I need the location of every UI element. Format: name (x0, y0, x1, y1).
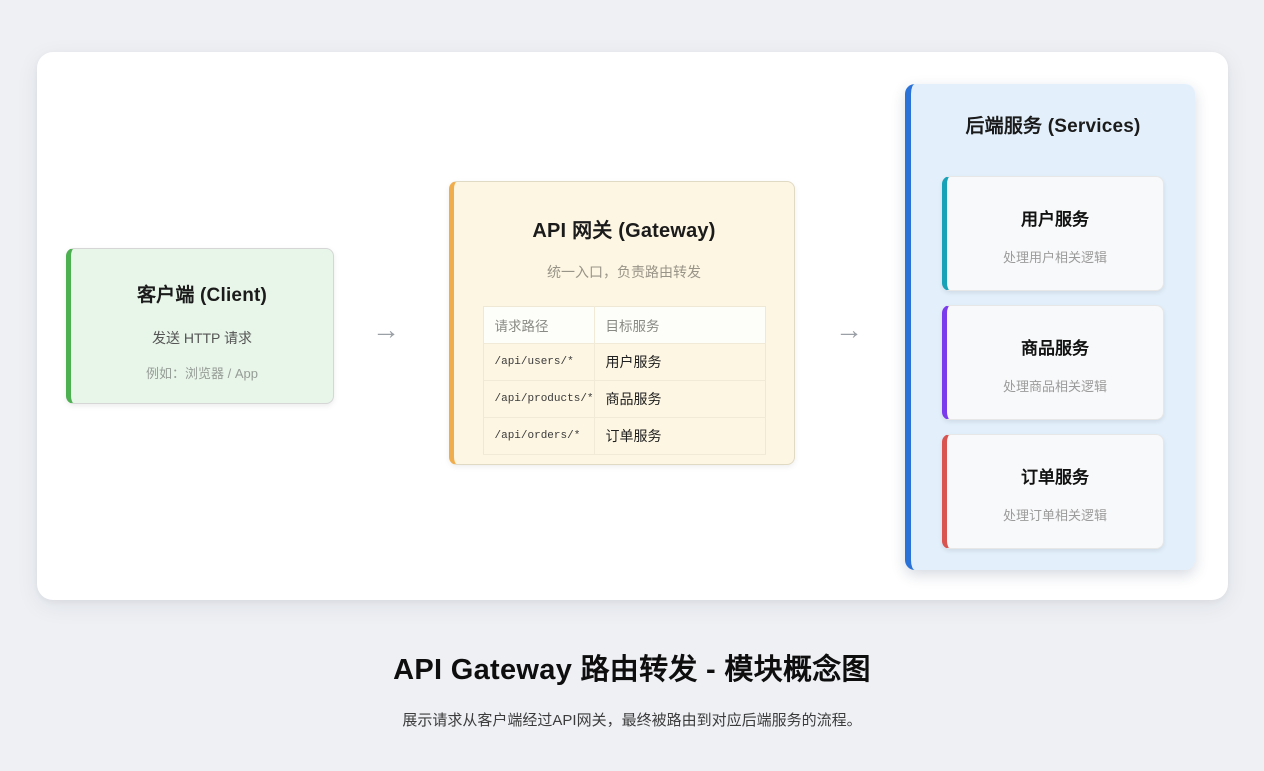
diagram-canvas: 客户端 (Client) 发送 HTTP 请求 例如：浏览器 / App → A… (37, 52, 1228, 600)
route-table-header-path: 请求路径 (483, 306, 595, 344)
route-target-service: 用户服务 (593, 343, 765, 381)
client-description: 发送 HTTP 请求 (151, 330, 253, 346)
client-title: 客户端 (Client) (136, 285, 268, 306)
page-title: API Gateway 路由转发 - 模块概念图 (393, 654, 871, 686)
client-node: 客户端 (Client) 发送 HTTP 请求 例如：浏览器 / App (66, 248, 334, 404)
service-card-description: 处理用户相关逻辑 (1002, 250, 1107, 265)
service-card-description: 处理订单相关逻辑 (1002, 508, 1107, 523)
service-card-title: 订单服务 (1021, 468, 1089, 487)
service-card-orders: 订单服务 处理订单相关逻辑 (942, 434, 1164, 549)
route-target-service: 订单服务 (593, 417, 765, 455)
arrow-right-icon: → (835, 314, 863, 345)
route-table-header-service: 目标服务 (593, 306, 765, 344)
arrow-right-icon: → (372, 314, 400, 345)
service-card-title: 用户服务 (1021, 210, 1089, 229)
route-path: /api/products/* (483, 380, 595, 418)
gateway-node: API 网关 (Gateway) 统一入口，负责路由转发 请求路径 目标服务 /… (449, 181, 795, 465)
service-card-users: 用户服务 处理用户相关逻辑 (942, 176, 1164, 291)
route-target-service: 商品服务 (593, 380, 765, 418)
table-row: /api/products/* 商品服务 (483, 380, 765, 418)
route-table: 请求路径 目标服务 /api/users/* 用户服务 /api/product… (482, 306, 766, 455)
table-row: /api/users/* 用户服务 (483, 343, 765, 381)
route-path: /api/orders/* (483, 417, 595, 455)
service-card-title: 商品服务 (1021, 339, 1089, 358)
page-subtitle: 展示请求从客户端经过API网关，最终被路由到对应后端服务的流程。 (402, 712, 862, 729)
route-path: /api/users/* (483, 343, 595, 381)
service-card-products: 商品服务 处理商品相关逻辑 (942, 305, 1164, 420)
table-row: /api/orders/* 订单服务 (483, 417, 765, 455)
route-table-header-row: 请求路径 目标服务 (483, 306, 765, 344)
client-example: 例如：浏览器 / App (146, 366, 258, 381)
service-card-description: 处理商品相关逻辑 (1002, 379, 1107, 394)
gateway-subtitle: 统一入口，负责路由转发 (547, 264, 701, 280)
services-title: 后端服务 (Services) (965, 116, 1141, 137)
services-panel: 后端服务 (Services) 用户服务 处理用户相关逻辑 商品服务 处理商品相… (905, 84, 1195, 570)
gateway-title: API 网关 (Gateway) (532, 220, 716, 242)
